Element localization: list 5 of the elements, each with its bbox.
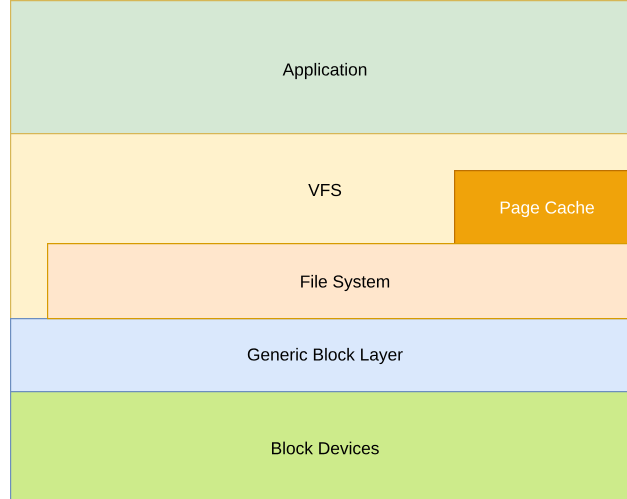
layer-box: Block Devices	[10, 391, 627, 499]
layer-box: Application	[10, 0, 627, 134]
cache-box: Page Cache	[454, 170, 627, 244]
layer-box: Generic Block Layer	[10, 318, 627, 392]
sublayer-box: File System	[47, 243, 627, 320]
